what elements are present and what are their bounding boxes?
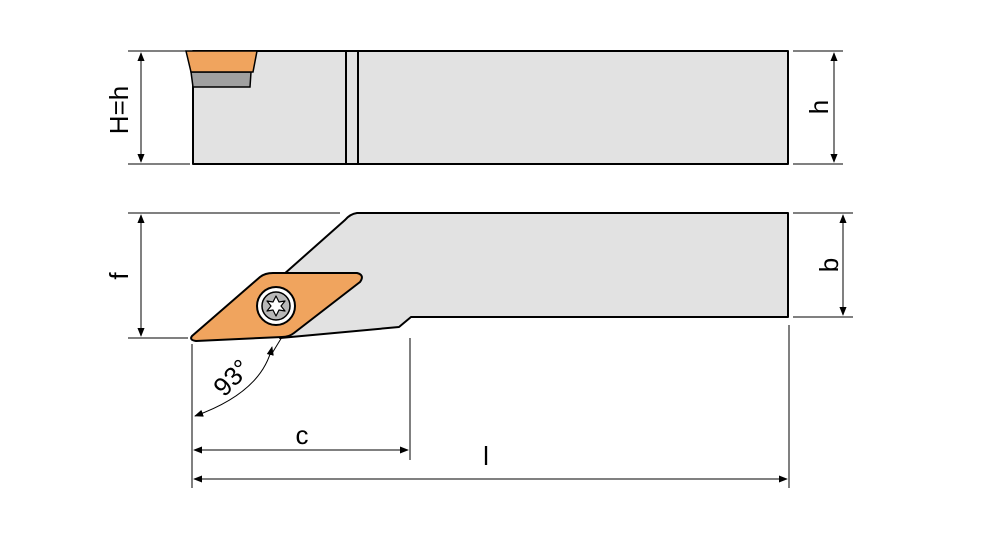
side-view-insert	[185, 50, 258, 73]
dim-h-label: h	[804, 100, 834, 114]
torx-screw-icon	[256, 286, 296, 326]
top-view: f b 93° c l	[104, 212, 853, 488]
angle-label: 93°	[207, 353, 256, 402]
side-view: H=h h	[104, 50, 843, 165]
side-view-shim	[190, 71, 252, 88]
dim-H-label: H=h	[104, 86, 134, 134]
dim-c-label: c	[296, 420, 309, 450]
dim-b-label: b	[814, 258, 844, 272]
angle-arc	[194, 346, 274, 417]
dim-l-label: l	[483, 441, 489, 471]
dim-f-label: f	[104, 272, 134, 280]
side-view-shank	[192, 50, 789, 165]
top-view-body	[279, 212, 789, 339]
